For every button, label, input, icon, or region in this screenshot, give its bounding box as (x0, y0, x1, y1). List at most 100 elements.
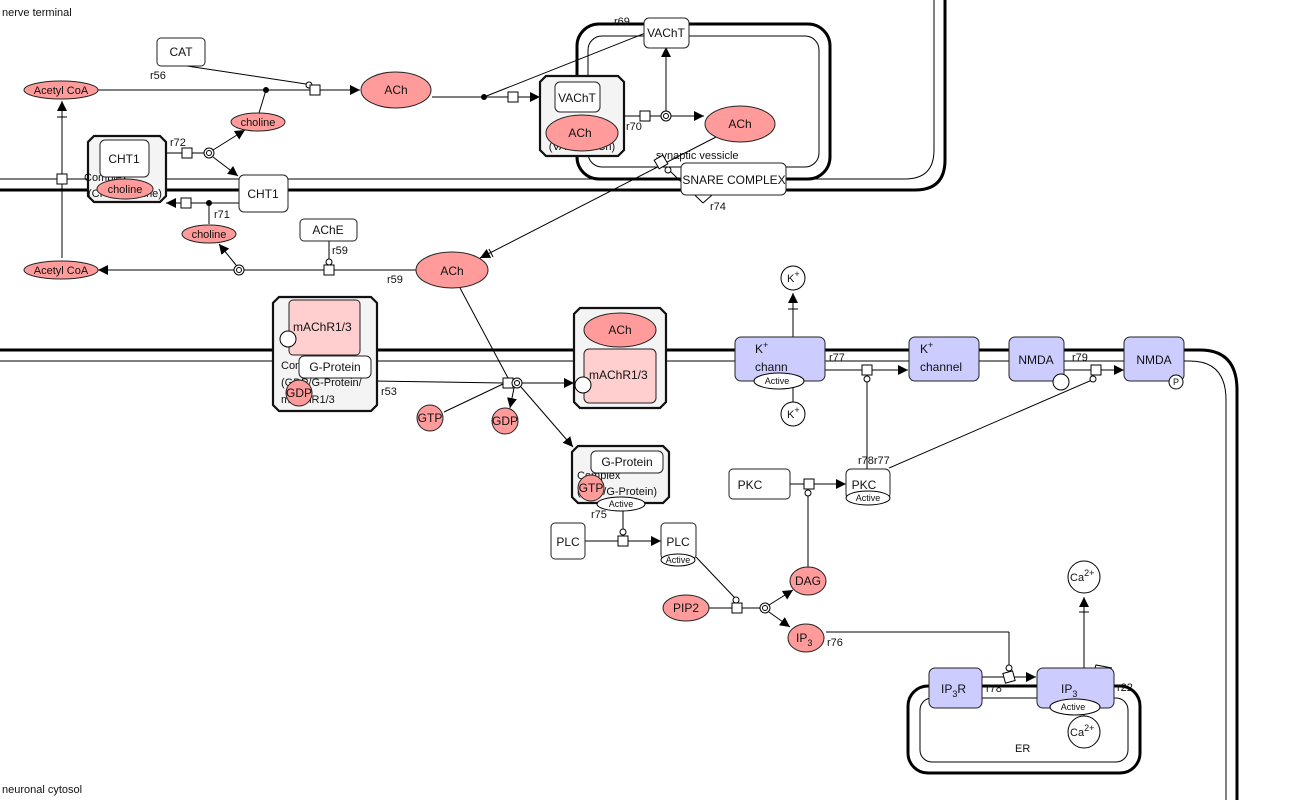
reaction-label-r71: r71 (214, 209, 230, 221)
svg-text:Active: Active (765, 376, 790, 386)
reaction-label-r75: r75 (591, 509, 607, 521)
node-nmda-1[interactable]: NMDA (1008, 336, 1070, 391)
compartment-label-nerve-terminal: nerve terminal (2, 7, 72, 19)
node-acetyl-coa-bottom[interactable]: Acetyl CoA (23, 260, 99, 280)
reaction-label-r78: r78 (986, 683, 1002, 695)
node-ach-1[interactable]: ACh (360, 71, 432, 109)
node-vacht-ach-complex[interactable]: (VAChT/ACh) VAChT ACh (538, 74, 626, 158)
node-cht1-membrane[interactable]: CHT1 (238, 174, 289, 213)
svg-text:SNARE COMPLEX: SNARE COMPLEX (682, 173, 785, 187)
reaction-label-r78-r77: r78r77 (858, 455, 890, 467)
node-vacht-top[interactable]: VAChT (643, 17, 690, 49)
svg-text:choline: choline (241, 117, 276, 129)
svg-text:PLC: PLC (666, 535, 690, 549)
node-acetyl-coa-top[interactable]: Acetyl CoA (23, 80, 99, 100)
svg-text:K+: K+ (787, 269, 800, 285)
node-choline-3[interactable]: choline (181, 224, 237, 244)
svg-text:PKC: PKC (738, 478, 763, 492)
reaction-label-r77: r77 (829, 352, 845, 364)
svg-text:chann: chann (755, 360, 788, 374)
er-compartment (906, 684, 1142, 775)
node-choline-1[interactable]: choline (230, 112, 286, 132)
compartment-label-er: ER (1015, 743, 1030, 755)
reaction-label-r76: r76 (827, 637, 843, 649)
node-ip3r-inactive[interactable]: IP3R (928, 667, 983, 709)
node-nmda-2[interactable]: NMDA P (1123, 336, 1185, 390)
svg-text:NMDA: NMDA (1136, 353, 1171, 367)
node-ach-3[interactable]: ACh (704, 105, 776, 143)
node-k-ion-top[interactable]: K+ (780, 265, 806, 291)
svg-text:PIP2: PIP2 (673, 601, 699, 615)
svg-text:Acetyl CoA: Acetyl CoA (34, 85, 89, 97)
node-ach-4[interactable]: ACh (415, 251, 489, 289)
node-gdp-gprotein-machr-complex[interactable]: Complex (GDP/G-Protein/ mAChR1/3 mAChR1/… (271, 295, 379, 413)
node-pkc-inactive[interactable]: PKC (728, 468, 791, 500)
svg-text:K+: K+ (920, 340, 933, 356)
svg-text:K+: K+ (787, 405, 800, 421)
node-ache[interactable]: AChE (299, 218, 358, 242)
node-k-channel-active[interactable]: K+ chann Active (734, 336, 826, 390)
node-snare-complex[interactable]: SNARE COMPLEX (680, 162, 787, 196)
svg-text:ACh: ACh (568, 126, 591, 140)
reaction-label-r69: r69 (614, 16, 630, 28)
svg-text:choline: choline (192, 229, 227, 241)
svg-text:AChE: AChE (312, 223, 343, 237)
svg-text:CHT1: CHT1 (247, 187, 279, 201)
node-pip2[interactable]: PIP2 (662, 594, 710, 622)
svg-text:Ca2+: Ca2+ (1070, 568, 1094, 584)
svg-text:Active: Active (609, 499, 634, 509)
svg-text:Active: Active (856, 493, 881, 503)
reaction-label-r53: r53 (381, 386, 397, 398)
nerve-terminal-compartment (0, 0, 947, 192)
svg-text:VAChT: VAChT (647, 26, 685, 40)
node-cat[interactable]: CAT (156, 37, 206, 67)
node-plc-inactive[interactable]: PLC (550, 522, 586, 560)
node-dag[interactable]: DAG (789, 566, 827, 596)
reaction-label-r70: r70 (626, 121, 642, 133)
svg-text:CAT: CAT (169, 45, 193, 59)
svg-text:mAChR1/3: mAChR1/3 (293, 320, 352, 334)
svg-text:IP3: IP3 (796, 631, 812, 648)
reaction-label-r79: r79 (1072, 352, 1088, 364)
node-gtp-1[interactable]: GTP (416, 404, 444, 432)
svg-text:CHT1: CHT1 (108, 152, 140, 166)
svg-text:PKC: PKC (852, 478, 877, 492)
node-gdp-2[interactable]: GDP (491, 407, 519, 435)
node-ca-ion-top[interactable]: Ca2+ (1067, 560, 1101, 594)
svg-text:choline: choline (108, 184, 143, 196)
reaction-label-r74: r74 (710, 201, 726, 213)
svg-text:ACh: ACh (728, 117, 751, 131)
svg-text:G-Protein: G-Protein (309, 360, 360, 374)
compartment-label-neuronal-cytosol: neuronal cytosol (2, 784, 82, 796)
svg-text:GDP: GDP (286, 386, 312, 400)
node-cht1-choline-complex[interactable]: Complex (CHT1/choline) CHT1 choline (84, 134, 168, 204)
node-ach-machr-complex[interactable]: ACh mAChR1/3 (572, 306, 668, 410)
node-ip3r-active[interactable]: IP3 Active (1036, 667, 1115, 716)
svg-text:GTP: GTP (418, 411, 443, 425)
reaction-label-r72: r72 (170, 137, 186, 149)
svg-text:DAG: DAG (795, 574, 821, 588)
svg-text:channel: channel (920, 360, 962, 374)
node-gtp-gprotein-complex[interactable]: Complex (GTP/G-Protein) G-Protein GTP Ac… (570, 444, 671, 512)
svg-text:IP3R: IP3R (941, 682, 966, 699)
node-ip3[interactable]: IP3 (787, 623, 825, 653)
svg-text:G-Protein: G-Protein (601, 455, 652, 469)
svg-text:Active: Active (1061, 702, 1086, 712)
node-k-ion-bottom[interactable]: K+ (780, 401, 806, 427)
reaction-label-r56: r56 (150, 70, 166, 82)
svg-text:ACh: ACh (384, 83, 407, 97)
svg-text:GDP: GDP (492, 414, 518, 428)
svg-text:mAChR1/3: mAChR1/3 (589, 368, 648, 382)
svg-text:GTP: GTP (579, 481, 604, 495)
svg-text:Active: Active (666, 555, 691, 565)
node-ca-ion-bottom[interactable]: Ca2+ (1067, 715, 1101, 749)
node-k-channel[interactable]: K+ channel (908, 336, 980, 382)
svg-text:VAChT: VAChT (558, 91, 596, 105)
node-pkc-active[interactable]: PKC Active (845, 468, 891, 506)
reaction-label-r22: r22 (1117, 682, 1133, 694)
node-plc-active[interactable]: PLC Active (660, 522, 697, 567)
svg-text:Acetyl CoA: Acetyl CoA (34, 265, 89, 277)
compartment-label-synaptic-vessicle: synaptic vessicle (656, 150, 739, 162)
svg-text:P: P (1173, 377, 1179, 387)
